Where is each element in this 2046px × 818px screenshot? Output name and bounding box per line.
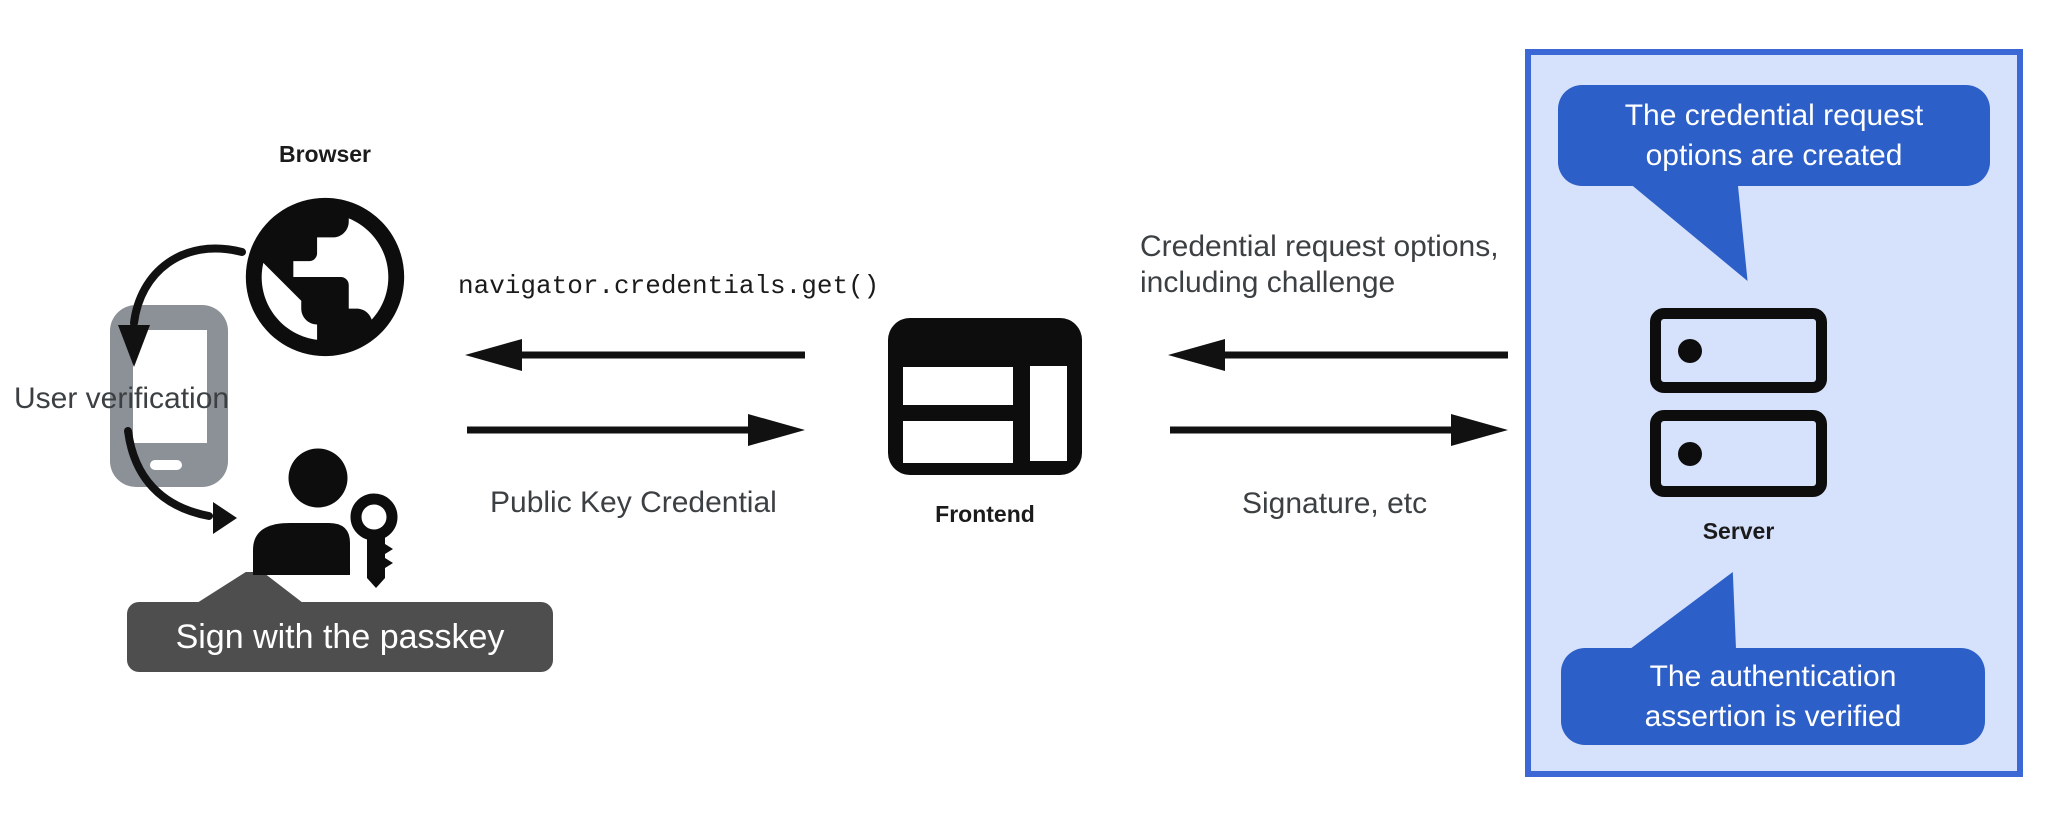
bubble-authentication-verified: The authentication assertion is verified xyxy=(1561,648,1985,745)
window-content-row xyxy=(903,421,1013,463)
passkey-badge: Sign with the passkey xyxy=(127,602,553,672)
person-head xyxy=(288,448,348,508)
bubble-top-line1: The credential request xyxy=(1624,98,1924,132)
server-rack-icon xyxy=(1650,308,1827,393)
public-key-credential-label: Public Key Credential xyxy=(490,486,777,519)
passkey-badge-label: Sign with the passkey xyxy=(175,617,505,656)
bubble-bottom-line1: The authentication xyxy=(1649,659,1897,693)
window-sidebar-col xyxy=(1030,366,1067,461)
frontend-label: Frontend xyxy=(935,501,1035,527)
user-verification-label: User verification xyxy=(14,382,230,415)
server-rack-led xyxy=(1678,441,1702,466)
arrow-frontend-to-server xyxy=(1170,414,1508,446)
curved-arrow-globe-to-phone xyxy=(118,244,246,367)
bubble-bottom-line2: assertion is verified xyxy=(1644,699,1902,733)
navigator-credentials-code: navigator.credentials.get() xyxy=(458,271,880,301)
credential-request-options-label: Credential request options, including ch… xyxy=(1140,229,1499,301)
signature-label: Signature, etc xyxy=(1242,487,1428,520)
credential-request-options-line2: including challenge xyxy=(1140,266,1396,299)
curved-arrow-phone-to-person xyxy=(124,427,237,534)
arrow-server-to-frontend xyxy=(1168,339,1508,371)
smartphone-screen xyxy=(133,330,207,443)
arrow-browser-to-frontend xyxy=(467,414,805,446)
globe-icon xyxy=(245,197,405,357)
smartphone-home-bar xyxy=(150,460,182,470)
browser-window-icon xyxy=(888,318,1082,475)
window-content-row xyxy=(903,367,1013,405)
server-rack-icon xyxy=(1650,410,1827,497)
browser-label: Browser xyxy=(278,141,372,167)
bubble-top-line2: options are created xyxy=(1645,138,1903,172)
arrow-frontend-to-browser xyxy=(465,339,805,371)
passkey-person-icon xyxy=(253,448,398,588)
server-label: Server xyxy=(1702,518,1775,544)
server-rack-led xyxy=(1678,338,1702,363)
key-icon xyxy=(367,533,393,588)
credential-request-options-line1: Credential request options, xyxy=(1140,230,1499,263)
bubble-credential-request-created: The credential request options are creat… xyxy=(1558,85,1990,186)
